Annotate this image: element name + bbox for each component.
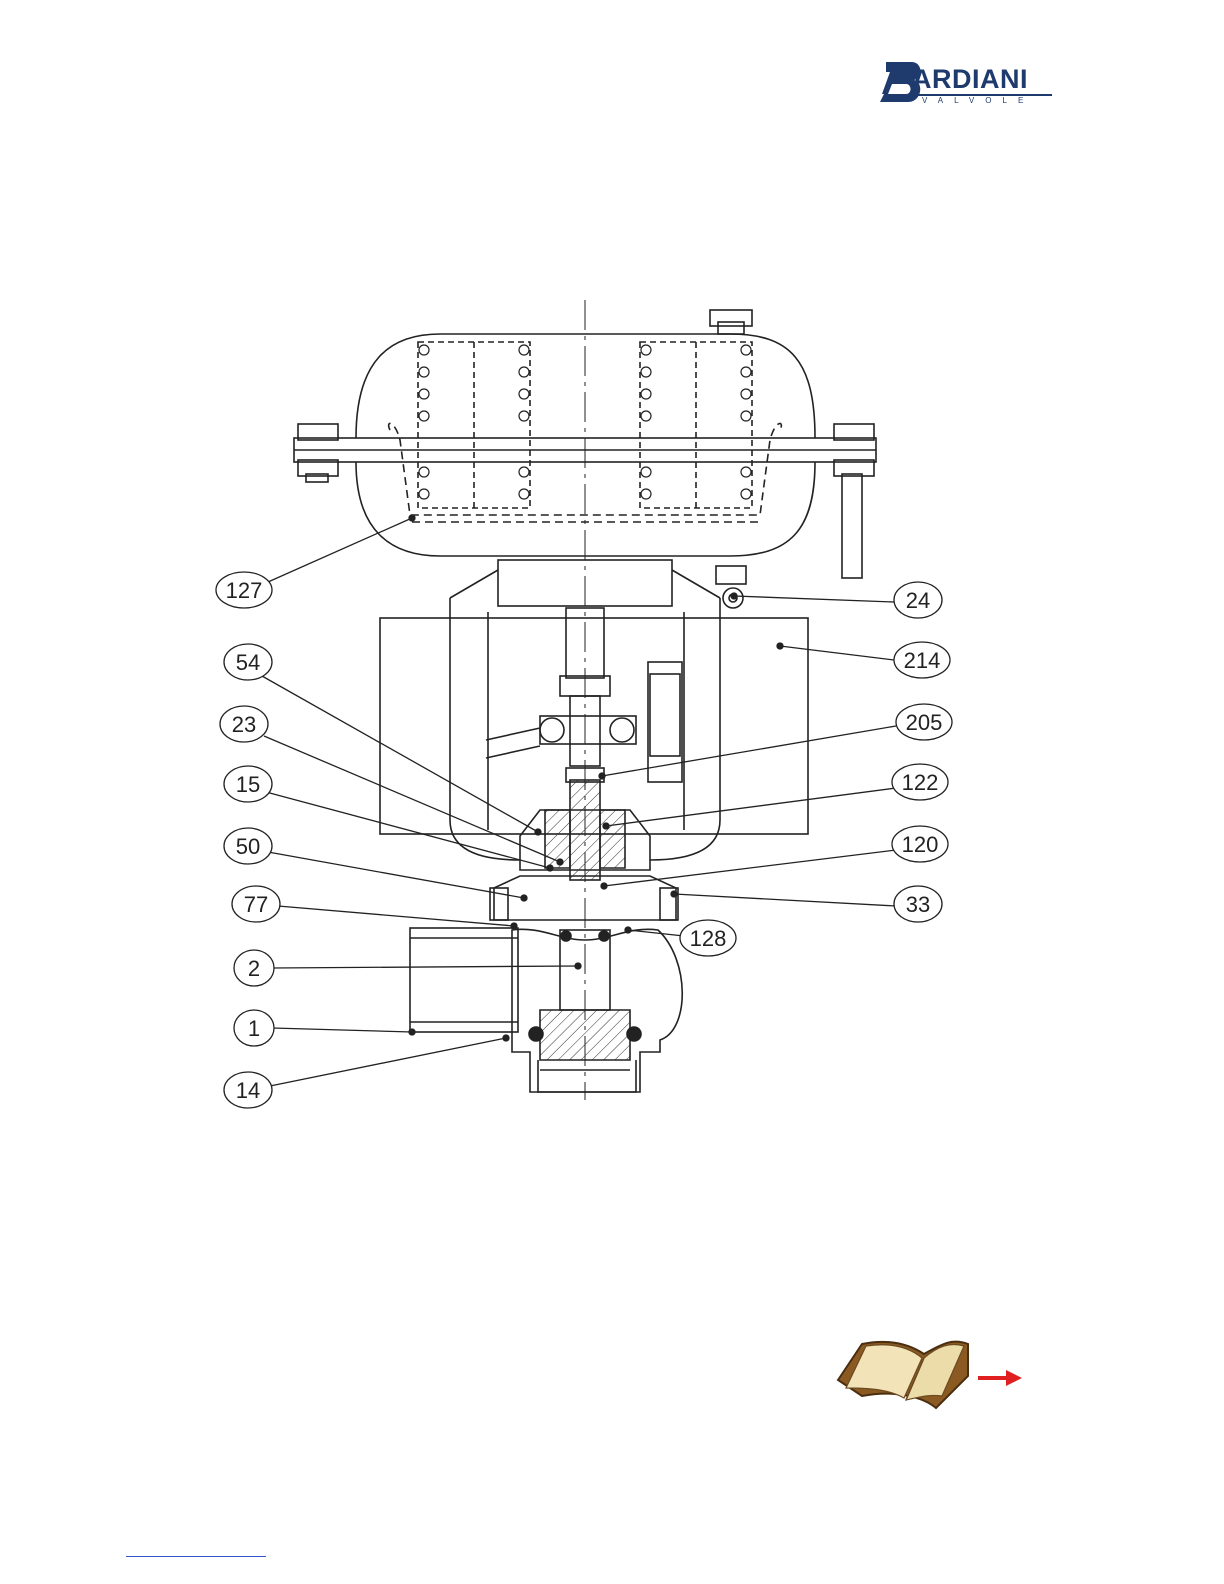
- callout-50: 50: [224, 828, 272, 864]
- manual-link-button[interactable]: [832, 1336, 1032, 1420]
- footer-rule: [126, 1556, 266, 1557]
- callout-15: 15: [224, 766, 272, 802]
- callout-24: 24: [894, 582, 942, 618]
- svg-text:54: 54: [236, 650, 260, 675]
- callout-2: 2: [234, 950, 274, 986]
- callout-122: 122: [892, 764, 948, 800]
- svg-text:14: 14: [236, 1078, 260, 1103]
- callout-33: 33: [894, 886, 942, 922]
- svg-text:33: 33: [906, 892, 930, 917]
- open-book-icon: [838, 1342, 968, 1408]
- svg-text:15: 15: [236, 772, 260, 797]
- svg-text:2: 2: [248, 956, 260, 981]
- svg-text:214: 214: [904, 648, 941, 673]
- svg-text:120: 120: [902, 832, 939, 857]
- svg-text:24: 24: [906, 588, 930, 613]
- callout-205: 205: [896, 704, 952, 740]
- callout-127: 127: [216, 572, 272, 608]
- callout-120: 120: [892, 826, 948, 862]
- callout-14: 14: [224, 1072, 272, 1108]
- callout-128: 128: [680, 920, 736, 956]
- svg-text:23: 23: [232, 712, 256, 737]
- svg-text:122: 122: [902, 770, 939, 795]
- callout-1: 1: [234, 1010, 274, 1046]
- svg-text:1: 1: [248, 1016, 260, 1041]
- callout-214: 214: [894, 642, 950, 678]
- svg-text:50: 50: [236, 834, 260, 859]
- svg-text:128: 128: [690, 926, 727, 951]
- right-arrow-icon: [978, 1370, 1022, 1386]
- callout-77: 77: [232, 886, 280, 922]
- svg-text:205: 205: [906, 710, 943, 735]
- callout-23: 23: [220, 706, 268, 742]
- callout-54: 54: [224, 644, 272, 680]
- svg-text:77: 77: [244, 892, 268, 917]
- svg-text:127: 127: [226, 578, 263, 603]
